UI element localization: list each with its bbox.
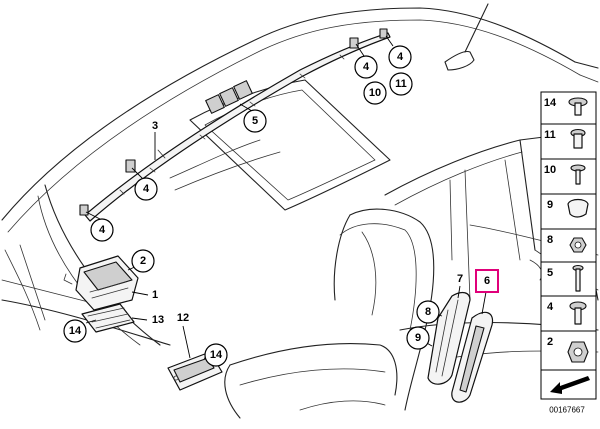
svg-text:2: 2 [140, 255, 146, 267]
callout-4-roof-rear: 4 [388, 45, 412, 69]
svg-text:4: 4 [547, 301, 554, 313]
legend-row-11: 11 [544, 128, 586, 149]
label-13: 13 [152, 314, 164, 326]
callout-4-pillar: 4 [134, 177, 158, 201]
callout-5: 5 [243, 109, 267, 133]
callout-2: 2 [131, 249, 155, 273]
label-1: 1 [152, 289, 158, 301]
svg-text:9: 9 [415, 332, 421, 344]
legend-row-10: 10 [544, 164, 586, 185]
curtain-airbag [79, 28, 391, 222]
svg-text:4: 4 [397, 51, 404, 63]
seat-outline [224, 208, 435, 419]
label-3: 3 [152, 120, 158, 132]
legend-row-9: 9 [547, 198, 589, 218]
callout-14-knee: 14 [204, 343, 228, 367]
svg-text:8: 8 [425, 306, 431, 318]
svg-text:11: 11 [395, 78, 407, 90]
callout-9: 9 [406, 326, 430, 350]
svg-text:9: 9 [547, 199, 553, 211]
svg-text:5: 5 [547, 267, 553, 279]
callout-4-front: 4 [90, 218, 114, 242]
svg-text:2: 2 [547, 336, 553, 348]
legend-row-14: 14 [541, 91, 596, 116]
diagram-id: 00167667 [549, 406, 585, 415]
svg-text:4: 4 [99, 224, 106, 236]
svg-text:8: 8 [547, 234, 553, 246]
svg-text:11: 11 [544, 129, 556, 141]
svg-text:14: 14 [69, 325, 82, 337]
side-airbag-module [427, 291, 494, 403]
legend-row-4: 4 [547, 301, 587, 325]
svg-text:5: 5 [252, 115, 258, 127]
legend-arrow-icon [550, 376, 590, 394]
legend-row-5: 5 [547, 264, 584, 292]
callout-10: 10 [363, 81, 387, 105]
svg-text:6: 6 [484, 275, 490, 287]
svg-text:10: 10 [544, 164, 556, 176]
callout-4-roof: 4 [354, 55, 378, 79]
passenger-airbag-module [63, 255, 139, 311]
svg-text:14: 14 [544, 97, 557, 109]
svg-text:14: 14 [210, 349, 223, 361]
svg-text:10: 10 [369, 87, 381, 99]
label-7: 7 [457, 273, 463, 285]
callout-14-bracket: 14 [63, 319, 87, 343]
highlighted-part-6: 6 [475, 269, 499, 293]
fastener-legend: 14 11 10 9 8 5 [540, 91, 597, 400]
legend-row-2: 2 [547, 336, 589, 363]
svg-text:4: 4 [363, 61, 370, 73]
label-12: 12 [177, 312, 189, 324]
legend-row-8: 8 [547, 234, 587, 253]
svg-text:4: 4 [143, 183, 150, 195]
callout-8: 8 [416, 300, 440, 324]
airbag-bracket [81, 303, 135, 333]
callout-11: 11 [389, 72, 413, 96]
